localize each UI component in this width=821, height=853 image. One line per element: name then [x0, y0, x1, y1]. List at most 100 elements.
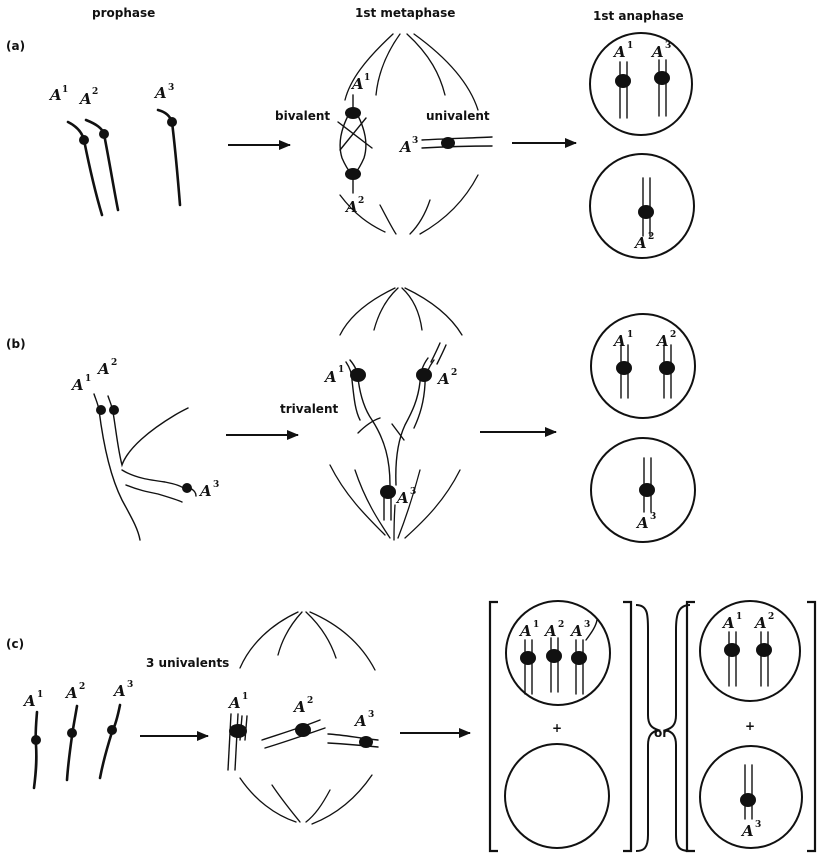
label-a1-anaphase: A 1 — [612, 41, 633, 61]
svg-text:3: 3 — [127, 680, 133, 690]
label-a2-metaphase-c: A 2 — [292, 696, 313, 716]
centromere — [99, 129, 109, 139]
svg-text:2: 2 — [670, 330, 676, 340]
svg-text:1: 1 — [338, 365, 344, 375]
plus-sign: + — [552, 721, 562, 735]
svg-text:1: 1 — [736, 612, 742, 622]
prophase-c-chromosomes — [31, 705, 120, 788]
svg-text:A: A — [323, 368, 337, 386]
label-a2-anaphase-c2: A 2 — [753, 612, 774, 632]
prophase-b-chromosomes — [94, 394, 196, 540]
label-a3-anaphase: A 3 — [650, 41, 671, 61]
svg-text:3: 3 — [368, 710, 374, 720]
panel-b-label: (b) — [6, 337, 26, 351]
svg-text:3: 3 — [665, 41, 671, 51]
label-a3-metaphase-c: A 3 — [353, 710, 374, 730]
svg-text:A: A — [344, 198, 358, 216]
label-a1-metaphase-b: A 1 — [323, 365, 344, 386]
svg-text:A: A — [518, 622, 532, 640]
anaphase-a-top-chromosomes — [615, 60, 670, 118]
svg-text:A: A — [96, 360, 110, 378]
svg-text:A: A — [112, 682, 126, 700]
label-a1-prophase: A 1 — [48, 85, 68, 104]
svg-text:A: A — [635, 514, 649, 532]
label-a1-anaphase-c2: A 1 — [721, 612, 742, 632]
svg-text:2: 2 — [79, 682, 85, 692]
label-a3-prophase: A 3 — [153, 83, 174, 102]
svg-text:A: A — [655, 332, 669, 350]
prophase-a-chromosomes — [68, 110, 180, 215]
outcome-option-2: A 1 A 2 + A 3 — [687, 601, 815, 851]
svg-text:2: 2 — [111, 358, 117, 368]
svg-text:3: 3 — [168, 83, 174, 93]
svg-text:A: A — [740, 822, 754, 840]
header-prophase: prophase — [92, 6, 155, 20]
svg-text:1: 1 — [364, 73, 370, 83]
svg-text:1: 1 — [533, 620, 539, 630]
label-a2-anaphase: A 2 — [633, 232, 654, 252]
label-a1-prophase-b: A 1 — [70, 374, 91, 394]
svg-text:3: 3 — [650, 512, 656, 522]
daughter-cell-empty — [505, 744, 609, 848]
label-a2-metaphase: A 2 — [344, 196, 364, 216]
header-anaphase: 1st anaphase — [593, 9, 684, 23]
svg-text:2: 2 — [558, 620, 564, 630]
svg-text:A: A — [650, 43, 664, 61]
header-metaphase: 1st metaphase — [355, 6, 455, 20]
label-a2-metaphase-b: A 2 — [436, 368, 457, 388]
or-label: or — [654, 726, 668, 740]
svg-text:2: 2 — [307, 696, 313, 706]
svg-text:1: 1 — [85, 374, 91, 384]
label-a2-anaphase-b: A 2 — [655, 330, 676, 350]
label-a2-anaphase-c1: A 2 — [543, 620, 564, 640]
svg-text:3: 3 — [213, 480, 219, 490]
svg-text:3: 3 — [584, 620, 590, 630]
bivalent-label: bivalent — [275, 109, 330, 123]
svg-text:2: 2 — [451, 368, 457, 378]
svg-text:3: 3 — [412, 136, 418, 146]
anaphase-b-bottom-chromosomes — [639, 458, 655, 512]
svg-text:A: A — [292, 698, 306, 716]
label-a3-prophase-c: A 3 — [112, 680, 133, 700]
svg-text:A: A — [721, 614, 735, 632]
svg-text:1: 1 — [37, 690, 43, 700]
label-a1-metaphase-c: A 1 — [227, 692, 248, 712]
svg-text:1: 1 — [627, 41, 633, 51]
plus-sign: + — [745, 719, 755, 733]
svg-text:2: 2 — [358, 196, 364, 206]
daughter-cell — [590, 33, 692, 135]
svg-text:2: 2 — [92, 87, 98, 97]
label-a1-prophase-c: A 1 — [22, 690, 43, 710]
anaphase-b-top-chromosomes — [616, 345, 675, 398]
label-a3-metaphase-b: A 3 — [395, 487, 416, 507]
svg-text:2: 2 — [648, 232, 654, 242]
svg-text:A: A — [436, 370, 450, 388]
centromere — [79, 135, 89, 145]
svg-text:A: A — [569, 622, 583, 640]
svg-text:A: A — [753, 614, 767, 632]
svg-text:3: 3 — [755, 820, 761, 830]
univalents-label: 3 univalents — [146, 656, 229, 670]
label-a1-anaphase-c1: A 1 — [518, 620, 539, 640]
label-a2-prophase-c: A 2 — [64, 682, 85, 702]
trivalent-label: trivalent — [280, 402, 338, 416]
anaphase-c-chromosomes-two — [724, 632, 772, 686]
label-a1-anaphase-b: A 1 — [612, 330, 633, 350]
svg-text:A: A — [22, 692, 36, 710]
anaphase-a-bottom-chromosomes — [638, 178, 654, 236]
svg-text:A: A — [78, 90, 92, 108]
svg-text:A: A — [395, 489, 409, 507]
svg-text:A: A — [70, 376, 84, 394]
anaphase-c-chromosome-one — [740, 765, 756, 819]
label-a2-prophase: A 2 — [78, 87, 98, 108]
label-a3-anaphase-c2: A 3 — [740, 820, 761, 840]
svg-text:A: A — [398, 138, 412, 156]
spindle-b — [330, 288, 462, 540]
svg-text:A: A — [633, 234, 647, 252]
svg-text:A: A — [198, 482, 212, 500]
label-a2-prophase-b: A 2 — [96, 358, 117, 378]
svg-text:2: 2 — [768, 612, 774, 622]
panel-a: (a) A 1 A 2 A 3 bivalent — [6, 33, 694, 258]
svg-text:A: A — [64, 684, 78, 702]
